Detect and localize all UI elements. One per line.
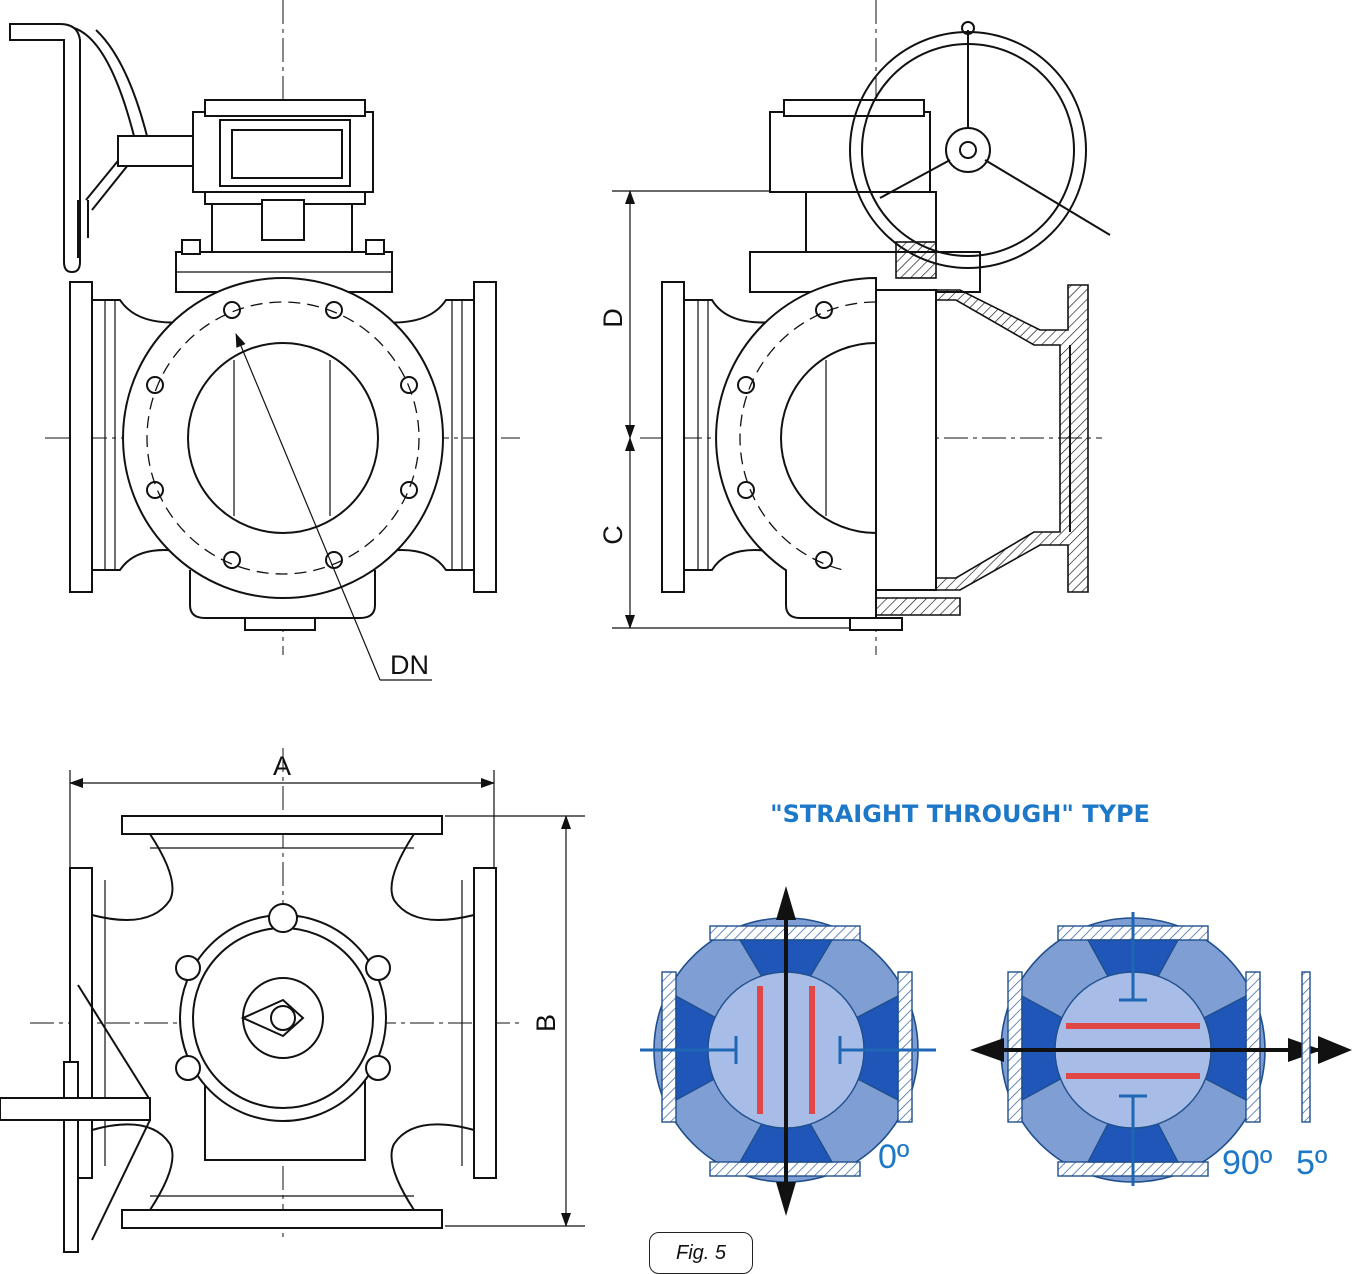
arrow-down-icon — [776, 1182, 796, 1216]
handwheel-icon — [849, 21, 1111, 269]
figure-label-box: Fig. 5 — [649, 1232, 753, 1274]
valve-90-degree: 90º 5º — [970, 912, 1352, 1186]
dim-d-label: D — [598, 308, 628, 328]
section-view: D C — [598, 0, 1111, 655]
section-title: "STRAIGHT THROUGH" TYPE — [770, 800, 1150, 828]
lever-handle-icon — [9, 23, 199, 274]
dim-a-label: A — [273, 751, 291, 781]
dim-b-label: B — [531, 1014, 561, 1032]
angle-cut-label: 5º — [1296, 1144, 1327, 1182]
front-view: DN — [9, 0, 520, 681]
arrow-up-icon — [776, 886, 796, 920]
figure-label: Fig. 5 — [675, 1242, 727, 1264]
angle-0-label: 0º — [878, 1138, 909, 1176]
bolt-holes — [146, 301, 418, 569]
valve-0-degree: 0º — [640, 886, 936, 1216]
dim-dn-label: DN — [390, 650, 429, 680]
angle-90-label: 90º — [1222, 1144, 1272, 1182]
dim-c-label: C — [598, 525, 628, 545]
top-view: A B — [0, 748, 585, 1253]
arrow-left-icon — [970, 1038, 1004, 1062]
